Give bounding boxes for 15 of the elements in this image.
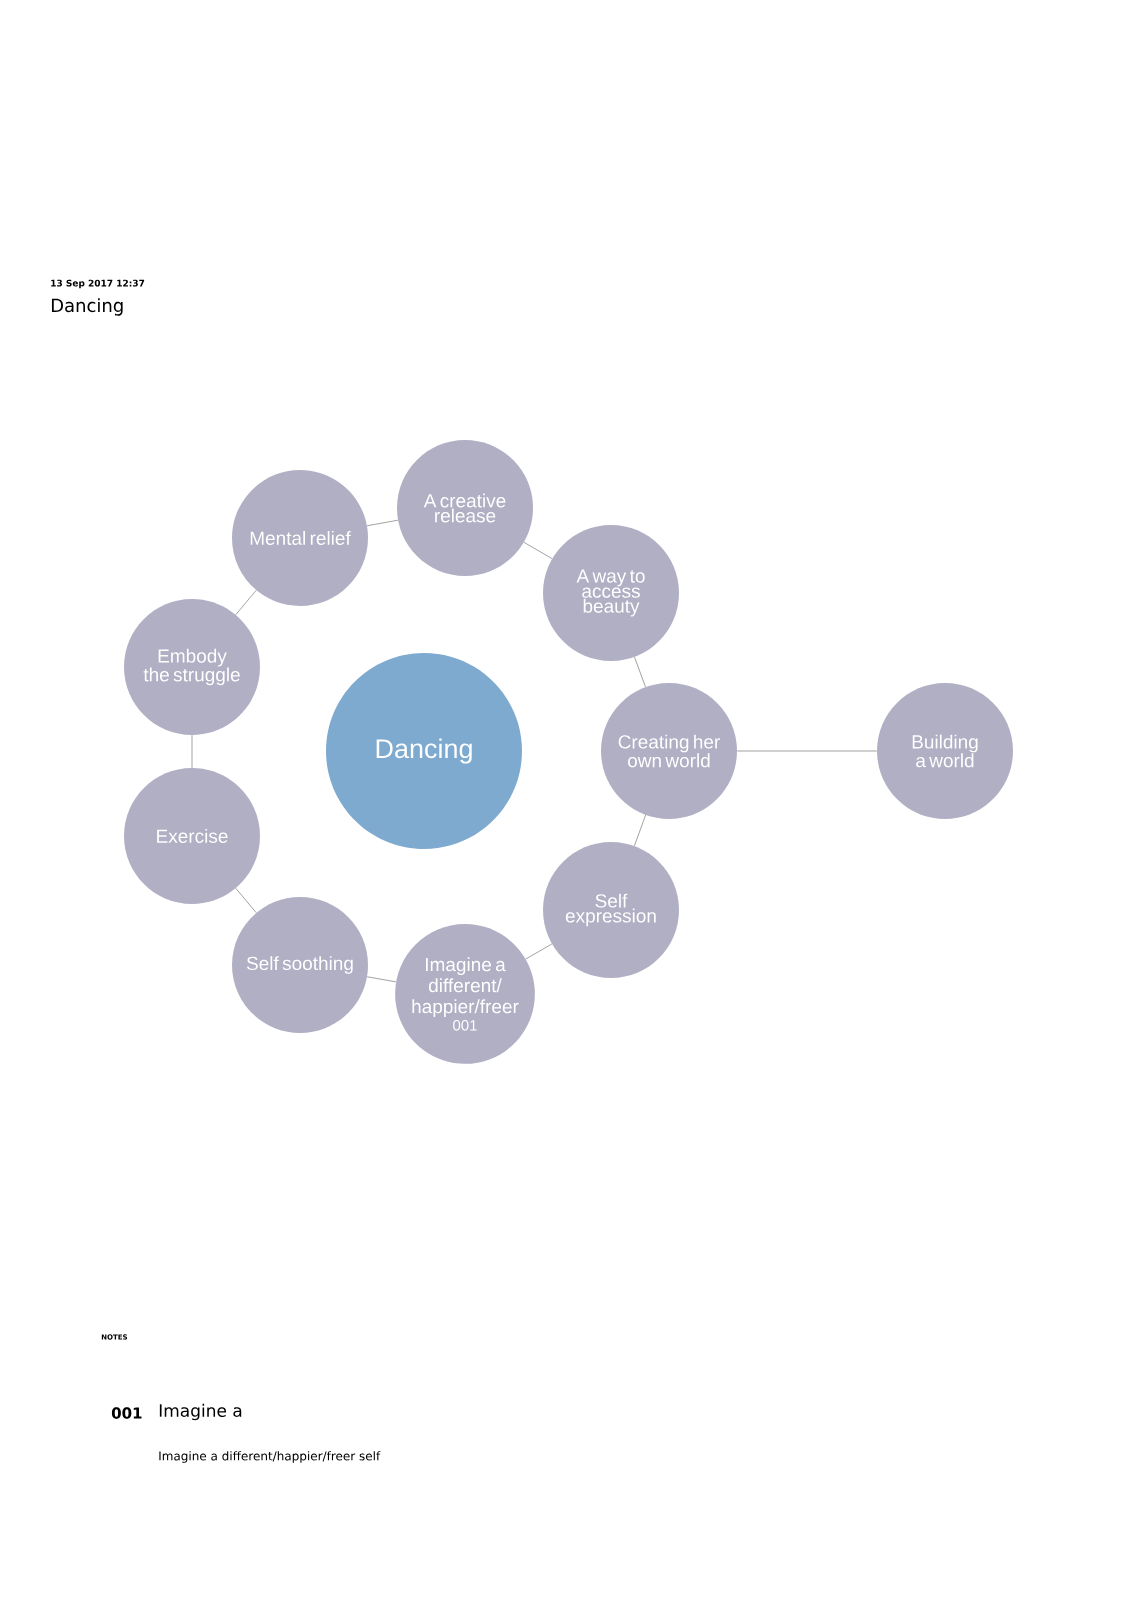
timestamp: 13 Sep 2017 12:37 (51, 279, 145, 289)
connector-line (525, 943, 553, 960)
connector-line (235, 887, 257, 914)
note-text: Imagine a different/happier/freer self (159, 1451, 381, 1463)
note-title: Imagine a (159, 1403, 242, 1421)
connector-line (191, 734, 193, 769)
connector-line (634, 656, 646, 688)
connector-line (235, 589, 257, 616)
connector-line (523, 541, 553, 560)
connector-line (366, 519, 399, 527)
note-number: 001 (111, 1407, 142, 1419)
title: Dancing (51, 298, 123, 316)
connector-line (633, 814, 647, 847)
connector-line (736, 750, 878, 752)
connector-line (366, 976, 397, 983)
